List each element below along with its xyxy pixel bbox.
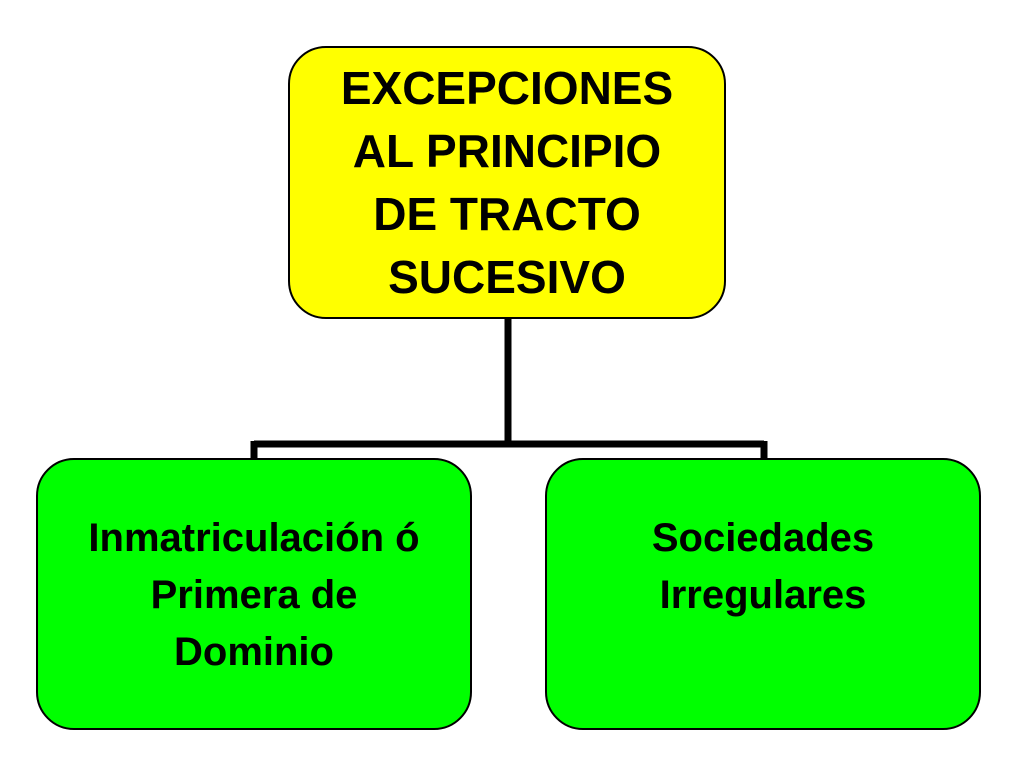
child-node-box-inmatriculacion: Inmatriculación ó Primera de Dominio xyxy=(36,458,472,730)
child-node-label-sociedades: Sociedades Irregulares xyxy=(651,516,875,617)
child-node-box-sociedades: Sociedades Irregulares xyxy=(545,458,981,730)
root-node-box: EXCEPCIONES AL PRINCIPIO DE TRACTO SUCES… xyxy=(288,46,726,319)
child-node-label-inmatriculacion: Inmatriculación ó Primera de Dominio xyxy=(88,516,420,674)
root-node-label: EXCEPCIONES AL PRINCIPIO DE TRACTO SUCES… xyxy=(340,61,674,303)
